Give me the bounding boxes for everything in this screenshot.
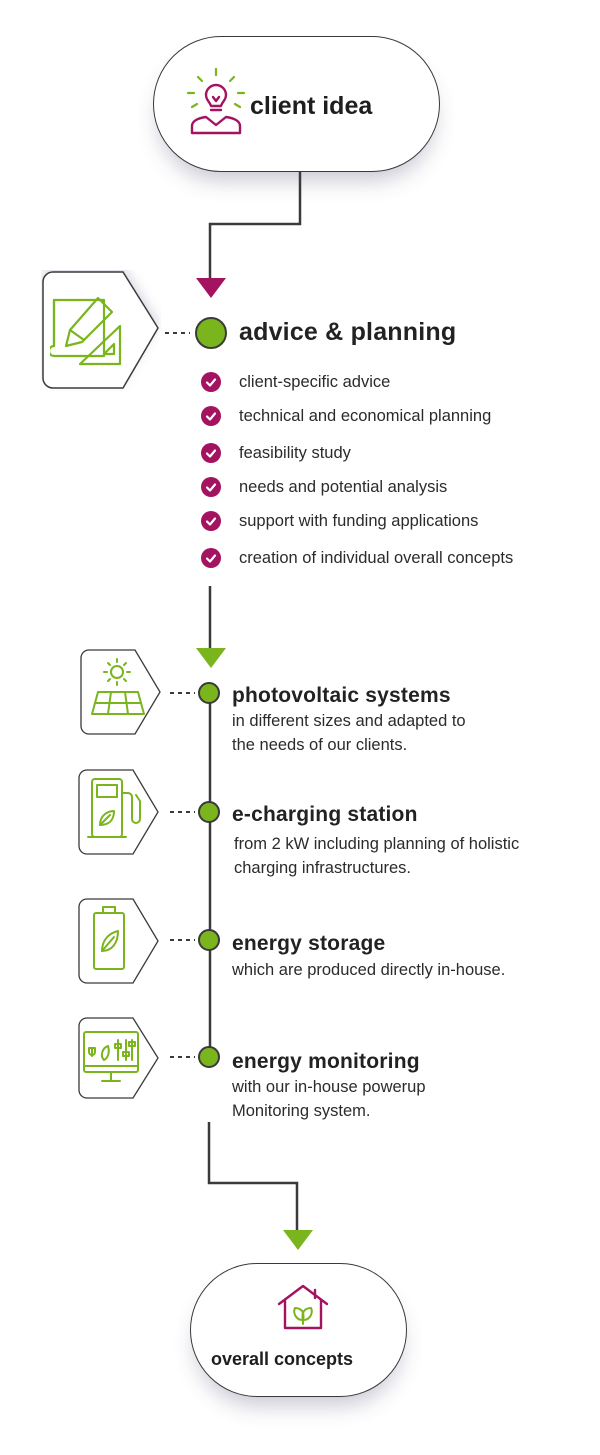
service-desc-line: charging infrastructures.: [234, 859, 411, 877]
service-desc-line: which are produced directly in-house.: [232, 961, 506, 979]
checklist-text: needs and potential analysis: [239, 477, 448, 496]
check-icon: [201, 443, 221, 463]
checklist-item: creation of individual overall concepts: [201, 548, 513, 568]
charging-station-icon: [86, 775, 142, 848]
service-desc: from 2 kW including planning of holistic…: [234, 832, 519, 880]
checklist-item: client-specific advice: [201, 372, 390, 392]
service-title: energy storage: [232, 932, 386, 955]
solar-panel-icon: [86, 656, 146, 725]
lightbulb-person-icon: [184, 67, 248, 140]
house-leaf-icon: [275, 1282, 331, 1339]
service-desc: with our in-house powerup Monitoring sys…: [232, 1075, 426, 1123]
connector-top: [208, 170, 302, 278]
service-title: energy monitoring: [232, 1050, 420, 1073]
node-service: [198, 1046, 220, 1068]
checklist-text: feasibility study: [239, 443, 351, 462]
start-node: client idea: [153, 36, 440, 172]
checklist-text: creation of individual overall concepts: [239, 548, 514, 567]
service-desc-line: the needs of our clients.: [232, 736, 408, 754]
check-icon: [201, 372, 221, 392]
check-icon: [201, 406, 221, 426]
end-label: overall concepts: [211, 1349, 354, 1369]
checklist-item: support with funding applications: [201, 511, 478, 531]
service-desc-line: in different sizes and adapted to: [232, 712, 466, 730]
service-card: [78, 769, 159, 855]
end-node: overall concepts: [190, 1263, 407, 1397]
service-title: e-charging station: [232, 803, 418, 826]
checklist-item: feasibility study: [201, 443, 351, 463]
node-service: [198, 801, 220, 823]
connector-bottom: [207, 1122, 299, 1230]
service-desc: which are produced directly in-house.: [232, 958, 505, 982]
checklist-item: technical and economical planning: [201, 406, 491, 426]
service-dots: [170, 682, 220, 1068]
blueprint-pencil-icon: [47, 292, 124, 373]
service-desc: in different sizes and adapted to the ne…: [232, 709, 466, 757]
check-icon: [201, 477, 221, 497]
arrow-magenta: [196, 278, 226, 298]
checklist-text: support with funding applications: [239, 511, 479, 530]
checklist-text: client-specific advice: [239, 372, 391, 391]
planning-title: advice & planning: [239, 318, 457, 346]
service-desc-line: from 2 kW including planning of holistic: [234, 835, 520, 853]
check-icon: [201, 511, 221, 531]
service-card: [78, 898, 159, 984]
check-icon: [201, 548, 221, 568]
arrow-green-1: [196, 648, 226, 668]
start-label: client idea: [250, 92, 373, 120]
arrow-green-2: [283, 1230, 313, 1250]
monitor-controls-icon: [82, 1028, 142, 1091]
service-desc-line: with our in-house powerup: [232, 1078, 426, 1096]
service-title: photovoltaic systems: [232, 684, 451, 707]
node-planning: [195, 317, 227, 349]
node-service: [198, 929, 220, 951]
checklist-text: technical and economical planning: [239, 406, 492, 425]
battery-leaf-icon: [90, 905, 130, 978]
checklist-item: needs and potential analysis: [201, 477, 447, 497]
service-desc-line: Monitoring system.: [232, 1102, 371, 1120]
node-service: [198, 682, 220, 704]
